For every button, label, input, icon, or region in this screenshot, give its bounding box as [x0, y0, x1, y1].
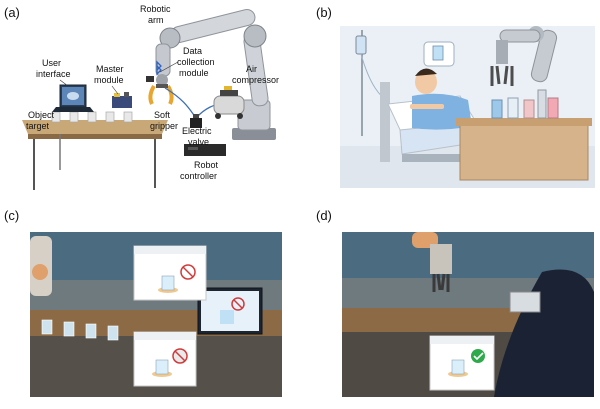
thought-bubble — [423, 41, 455, 67]
panel-c-photo — [30, 232, 282, 397]
iv-stand — [355, 30, 391, 136]
air-compressor — [213, 86, 245, 119]
bluetooth-icon — [156, 60, 162, 76]
label-object-target: Object target — [26, 110, 57, 131]
panel-label-d: (d) — [316, 208, 332, 223]
panel-label-a: (a) — [4, 5, 20, 20]
label-electric-valve: Electric valve — [182, 126, 214, 147]
ui-card-top — [133, 245, 207, 301]
panel-d-photo — [342, 232, 594, 397]
label-robotic-arm: Robotic arm — [140, 4, 173, 25]
robot-arm-c — [30, 236, 52, 296]
master-module — [112, 92, 132, 108]
ui-card-success — [429, 335, 495, 391]
check-icon — [471, 349, 485, 363]
label-robot-controller: Robot controller — [180, 160, 221, 181]
table — [22, 120, 168, 190]
patient — [410, 68, 472, 130]
robotic-arm — [155, 9, 276, 140]
data-collection-module — [146, 60, 162, 82]
label-user-interface: User interface — [36, 58, 71, 79]
panel-label-c: (c) — [4, 208, 20, 223]
panel-b-hospital-illustration — [340, 26, 595, 188]
pneumatic-tubes — [164, 87, 223, 119]
person — [494, 269, 594, 397]
panel-label-b: (b) — [316, 5, 332, 20]
label-soft-gripper: Soft gripper — [150, 110, 178, 131]
label-master-module: Master module — [94, 64, 126, 85]
user-interface-laptop — [52, 84, 94, 112]
label-air-compressor: Air compressor — [232, 64, 279, 85]
reject-icon — [180, 264, 196, 280]
soft-gripper — [148, 84, 174, 105]
panel-a-setup-illustration: Robotic arm User interface Master module… — [22, 4, 279, 190]
electric-valve — [190, 114, 202, 128]
robot-arm-b — [490, 26, 558, 86]
laptop-screen — [197, 287, 263, 335]
ui-card-bottom — [133, 331, 197, 387]
cabinet — [456, 118, 592, 181]
cups — [491, 89, 559, 119]
cups-row — [41, 319, 119, 341]
label-data-collection-module: Data collection module — [177, 46, 217, 78]
robot-controller — [184, 144, 226, 156]
robot-arm-d — [412, 232, 452, 292]
